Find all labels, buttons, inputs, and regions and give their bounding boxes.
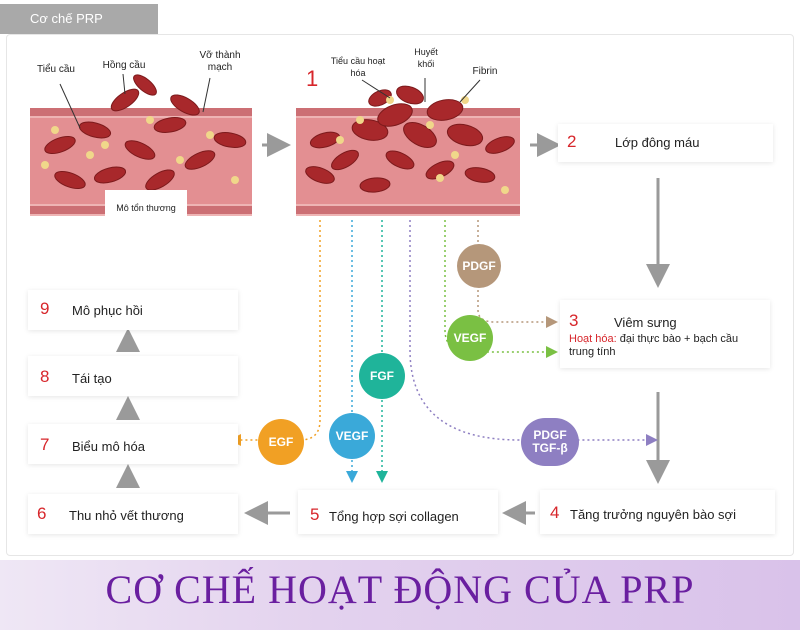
factor-egf: EGF — [258, 419, 304, 465]
step-box-7 — [28, 424, 238, 464]
page-title: CƠ CHẾ HOẠT ĐỘNG CỦA PRP — [105, 567, 695, 612]
step-box-4 — [540, 490, 775, 534]
section-tab[interactable]: Cơ chế PRP — [0, 4, 158, 34]
step-text-7: Biểu mô hóa — [72, 439, 145, 454]
step-text-3: Viêm sưng — [614, 315, 677, 330]
label-activated-platelets: Tiểu cầu hoạt hóa — [330, 56, 386, 78]
step-3-sub-label: Hoạt hóa: — [569, 333, 617, 345]
label-damaged-tissue: Mô tổn thương — [116, 203, 176, 213]
step-number-7: 7 — [40, 435, 50, 454]
label-platelets: Tiểu cầu — [37, 64, 75, 75]
step-3-sub-text: đại thực bào + bạch cầu trung tính — [569, 333, 739, 358]
step-text-6: Thu nhỏ vết thương — [69, 508, 184, 523]
damaged-vessel-illustration — [30, 73, 252, 216]
label-red-blood-cells: Hồng cầu — [102, 60, 146, 71]
step-number-5: 5 — [310, 505, 320, 524]
step-text-8: Tái tạo — [72, 371, 112, 386]
factor-fgf: FGF — [359, 353, 405, 399]
label-clot: Huyết khối — [414, 47, 438, 69]
step-number-8: 8 — [40, 367, 50, 386]
step-3-detail: Hoạt hóa: đại thực bào + bạch cầu trung … — [569, 333, 765, 359]
factor-vegf-green: VEGF — [447, 315, 493, 361]
step-box-3 — [560, 300, 770, 368]
step-box-5 — [298, 490, 498, 534]
factor-pdgf: PDGF — [457, 244, 501, 288]
step-text-4: Tăng trưởng nguyên bào sợi — [570, 507, 736, 522]
factor-vegf-blue: VEGF — [329, 413, 375, 459]
step-number-2: 2 — [567, 132, 577, 151]
step-number-3: 3 — [569, 311, 579, 330]
label-vessel-rupture: Vỡ thành mạch — [199, 50, 241, 73]
step-number-9: 9 — [40, 299, 50, 318]
title-banner: CƠ CHẾ HOẠT ĐỘNG CỦA PRP — [0, 560, 800, 630]
step-text-5: Tổng hợp sợi collagen — [329, 509, 459, 524]
step-number-6: 6 — [37, 504, 47, 523]
step-text-9: Mô phục hồi — [72, 303, 143, 318]
step-number-1: 1 — [306, 66, 319, 91]
step-number-4: 4 — [550, 503, 560, 522]
clotted-vessel-illustration — [296, 78, 520, 216]
step-box-8 — [28, 356, 238, 396]
step-box-6 — [28, 494, 238, 534]
label-fibrin: Fibrin — [472, 66, 498, 77]
step-box-9 — [28, 290, 238, 330]
step-box-2 — [558, 124, 773, 162]
factor-pdgf-tgf: PDGF TGF-β — [521, 418, 579, 466]
step-text-2: Lớp đông máu — [615, 135, 700, 150]
